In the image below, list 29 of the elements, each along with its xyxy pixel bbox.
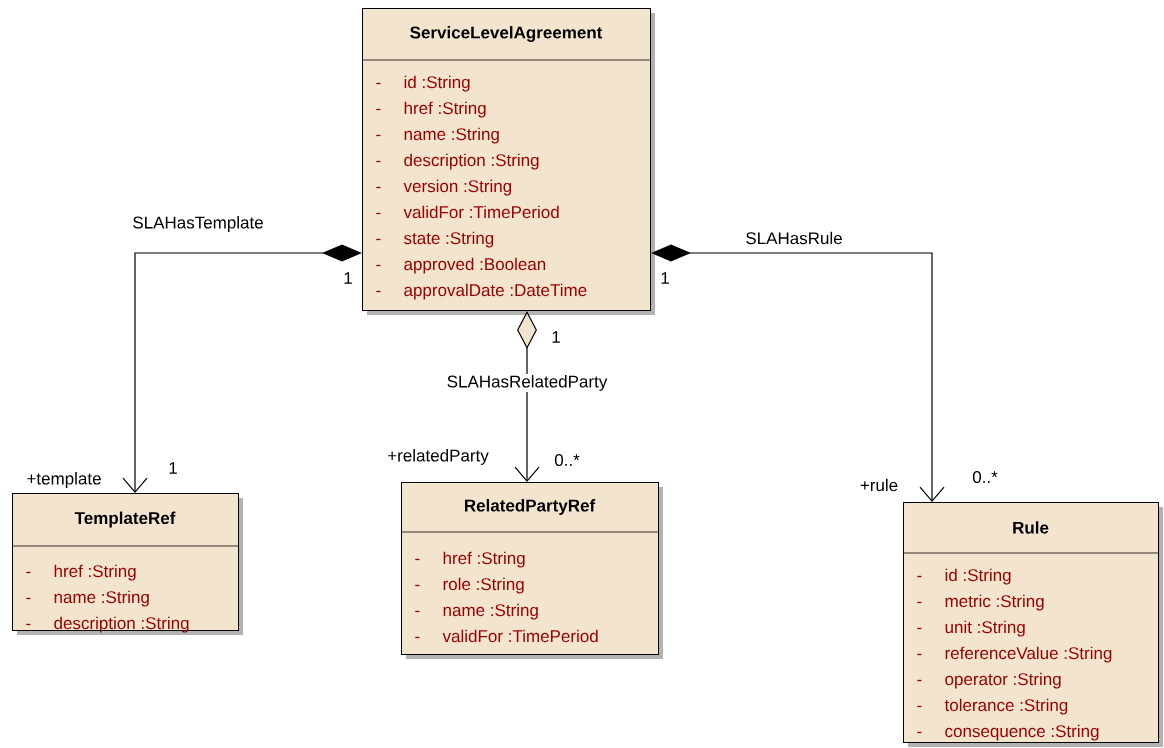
- edge-label: SLAHasTemplate: [131, 215, 265, 233]
- role-label: +rule: [860, 478, 898, 492]
- edge-label: SLAHasRelatedParty: [445, 374, 609, 392]
- attribute-row: - state :String: [376, 231, 494, 248]
- multiplicity-label: 0..*: [972, 471, 998, 484]
- attribute-row: - name :String: [376, 127, 499, 144]
- attribute-row: - validFor :TimePeriod: [376, 205, 559, 219]
- edge-label: SLAHasRule: [744, 230, 844, 246]
- attribute-row: - href :String: [26, 564, 136, 581]
- attribute-row: - approvalDate :DateTime: [376, 283, 587, 300]
- attribute-row: - name :String: [26, 590, 149, 607]
- association-arrow: [651, 244, 945, 502]
- attribute-row: - id :String: [376, 75, 470, 92]
- multiplicity-label: 1: [344, 272, 352, 284]
- multiplicity-label: 1: [661, 272, 669, 284]
- multiplicity-label: 1: [169, 462, 177, 474]
- class-name: ServiceLevelAgreement: [410, 26, 603, 42]
- attribute-row: - version :String: [376, 179, 512, 196]
- attribute-row: - description :String: [26, 616, 189, 633]
- multiplicity-label: 0..*: [554, 454, 580, 467]
- attribute-row: - href :String: [376, 101, 486, 118]
- attribute-row: - approved :Boolean: [376, 257, 546, 274]
- association-arrow: [514, 311, 540, 482]
- association-arrow: [122, 244, 362, 493]
- class-name: TemplateRef: [74, 511, 176, 528]
- attribute-row: - description :String: [376, 153, 539, 170]
- role-label: +relatedParty: [388, 449, 489, 465]
- multiplicity-label: 1: [552, 331, 560, 343]
- role-label: +template: [27, 472, 101, 488]
